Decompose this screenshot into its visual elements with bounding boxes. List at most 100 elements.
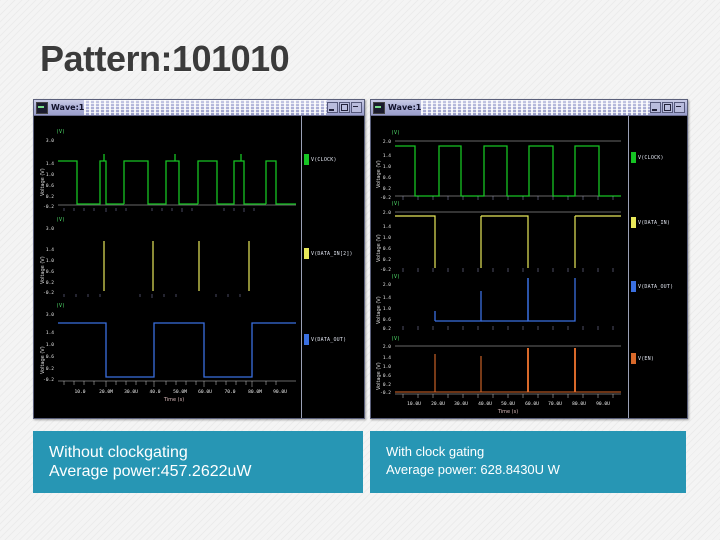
svg-text:0.6: 0.6 [383,317,391,323]
svg-text:40.0U: 40.0U [478,401,492,407]
svg-text:Voltage (V): Voltage (V) [376,296,382,324]
svg-text:50.0U: 50.0U [501,401,515,407]
maximize-icon[interactable] [339,102,350,113]
legend-item-data-out-right[interactable]: V(DATA_OUT) [631,281,673,292]
titlebar-left[interactable]: Wave:1 [34,100,364,116]
legend-swatch-data-out-icon [631,281,636,292]
plot-area-right[interactable]: (V) 2.0 1.4 1.0 0.6 0.2 -0.2 [371,116,629,418]
svg-text:0.2: 0.2 [46,280,54,286]
svg-text:70.0: 70.0 [224,389,235,395]
close-icon[interactable] [351,102,362,113]
svg-text:0.6: 0.6 [46,269,54,275]
waveform-icon [36,101,48,114]
window-buttons-left[interactable] [327,102,362,113]
legend-label-clock: V(CLOCK) [638,154,664,161]
legend-label-enable: V(EN) [638,355,655,362]
window-title-right: Wave:1 [388,103,422,112]
caption-left-line1: Without clockgating [49,444,188,461]
legend-swatch-data-in-icon [631,217,636,228]
caption-with-clock-gating: With clock gating Average power: 628.843… [370,431,686,493]
svg-text:1.4: 1.4 [383,295,391,301]
wave-body-right: (V) 2.0 1.4 1.0 0.6 0.2 -0.2 [371,116,687,418]
legend-column-left: V(CLOCK) V(DATA_IN[2]) V(DATA_OUT) [301,116,364,418]
maximize-icon[interactable] [662,102,673,113]
svg-text:0.2: 0.2 [383,326,391,332]
svg-text:0.6: 0.6 [383,373,391,379]
wave-window-right[interactable]: Wave:1 (V) 2.0 1.4 1.0 0.6 0.2 -0.2 [370,99,688,419]
svg-text:1.0: 1.0 [46,258,54,264]
svg-text:0.2: 0.2 [46,194,54,200]
svg-text:-0.2: -0.2 [43,377,54,383]
legend-label-data-in: V(DATA_IN[2]) [311,250,353,257]
svg-text:-0.2: -0.2 [43,290,54,296]
legend-item-clock-right[interactable]: V(CLOCK) [631,152,664,163]
x-axis-label-right: Time (s) [497,409,518,415]
legend-swatch-clock-icon [631,152,636,163]
caption-right-line2: Average power: 628.8430U W [386,462,560,477]
plot-area-left[interactable]: (V) 3.0 1.4 1.0 0.6 0.2 -0.2 [34,116,302,418]
legend-column-right: V(CLOCK) V(DATA_IN) V(DATA_OUT) V(EN) [628,116,687,418]
legend-swatch-data-out-icon [304,334,309,345]
wave-body-left: (V) 3.0 1.4 1.0 0.6 0.2 -0.2 [34,116,364,418]
svg-text:50.0M: 50.0M [173,389,187,395]
window-buttons-right[interactable] [650,102,685,113]
svg-text:2.0: 2.0 [383,210,391,216]
svg-text:0.6: 0.6 [46,354,54,360]
svg-text:80.0M: 80.0M [248,389,262,395]
titlebar-drag-area-left[interactable] [84,100,327,115]
svg-text:1.0: 1.0 [383,235,391,241]
window-title-left: Wave:1 [51,103,85,112]
legend-item-enable-right[interactable]: V(EN) [631,353,654,364]
close-icon[interactable] [674,102,685,113]
svg-text:-0.2: -0.2 [380,195,391,201]
legend-label-data-in: V(DATA_IN) [638,219,671,226]
titlebar-right[interactable]: Wave:1 [371,100,687,116]
legend-swatch-enable-icon [631,353,636,364]
minimize-icon[interactable] [650,102,661,113]
titlebar-drag-area-right[interactable] [421,100,650,115]
svg-text:1.0: 1.0 [46,342,54,348]
svg-text:90.0U: 90.0U [273,389,287,395]
svg-text:1.0: 1.0 [46,172,54,178]
svg-text:1.4: 1.4 [46,161,54,167]
svg-text:-0.2: -0.2 [43,204,54,210]
svg-text:2.0: 2.0 [383,282,391,288]
legend-item-data-out-left[interactable]: V(DATA_OUT) [304,334,346,345]
svg-text:(V): (V) [56,303,65,309]
waveform-icon [373,101,385,114]
legend-item-data-in-left[interactable]: V(DATA_IN[2]) [304,248,353,259]
svg-text:Voltage (V): Voltage (V) [376,234,382,262]
legend-label-data-out: V(DATA_OUT) [638,283,674,290]
svg-text:Voltage (V): Voltage (V) [40,256,46,284]
legend-swatch-clock-icon [304,154,309,165]
legend-label-clock: V(CLOCK) [311,156,337,163]
svg-text:(V): (V) [56,217,65,223]
svg-text:40.0: 40.0 [149,389,160,395]
legend-swatch-data-in-icon [304,248,309,259]
svg-text:Voltage (V): Voltage (V) [40,168,46,196]
svg-text:1.4: 1.4 [46,330,54,336]
svg-text:70.0U: 70.0U [548,401,562,407]
svg-text:20.0U: 20.0U [431,401,445,407]
legend-label-data-out: V(DATA_OUT) [311,336,347,343]
svg-text:1.4: 1.4 [46,247,54,253]
svg-text:20.0M: 20.0M [99,389,113,395]
svg-text:2.0: 2.0 [383,344,391,350]
svg-text:1.4: 1.4 [383,355,391,361]
svg-text:1.4: 1.4 [383,224,391,230]
svg-text:3.0: 3.0 [46,138,54,144]
legend-item-data-in-right[interactable]: V(DATA_IN) [631,217,670,228]
svg-text:2.0: 2.0 [383,139,391,145]
svg-text:0.2: 0.2 [383,186,391,192]
page-title: Pattern:101010 [40,38,290,79]
legend-item-clock-left[interactable]: V(CLOCK) [304,154,337,165]
svg-text:0.6: 0.6 [46,183,54,189]
minimize-icon[interactable] [327,102,338,113]
svg-text:(V): (V) [391,336,400,342]
wave-window-left[interactable]: Wave:1 (V) 3.0 1.4 1.0 0.6 0.2 -0.2 [33,99,365,419]
svg-text:30.0U: 30.0U [454,401,468,407]
svg-text:10.0U: 10.0U [407,401,421,407]
svg-text:3.0: 3.0 [46,312,54,318]
svg-text:(V): (V) [56,129,65,135]
x-axis-label-left: Time (s) [163,397,184,403]
